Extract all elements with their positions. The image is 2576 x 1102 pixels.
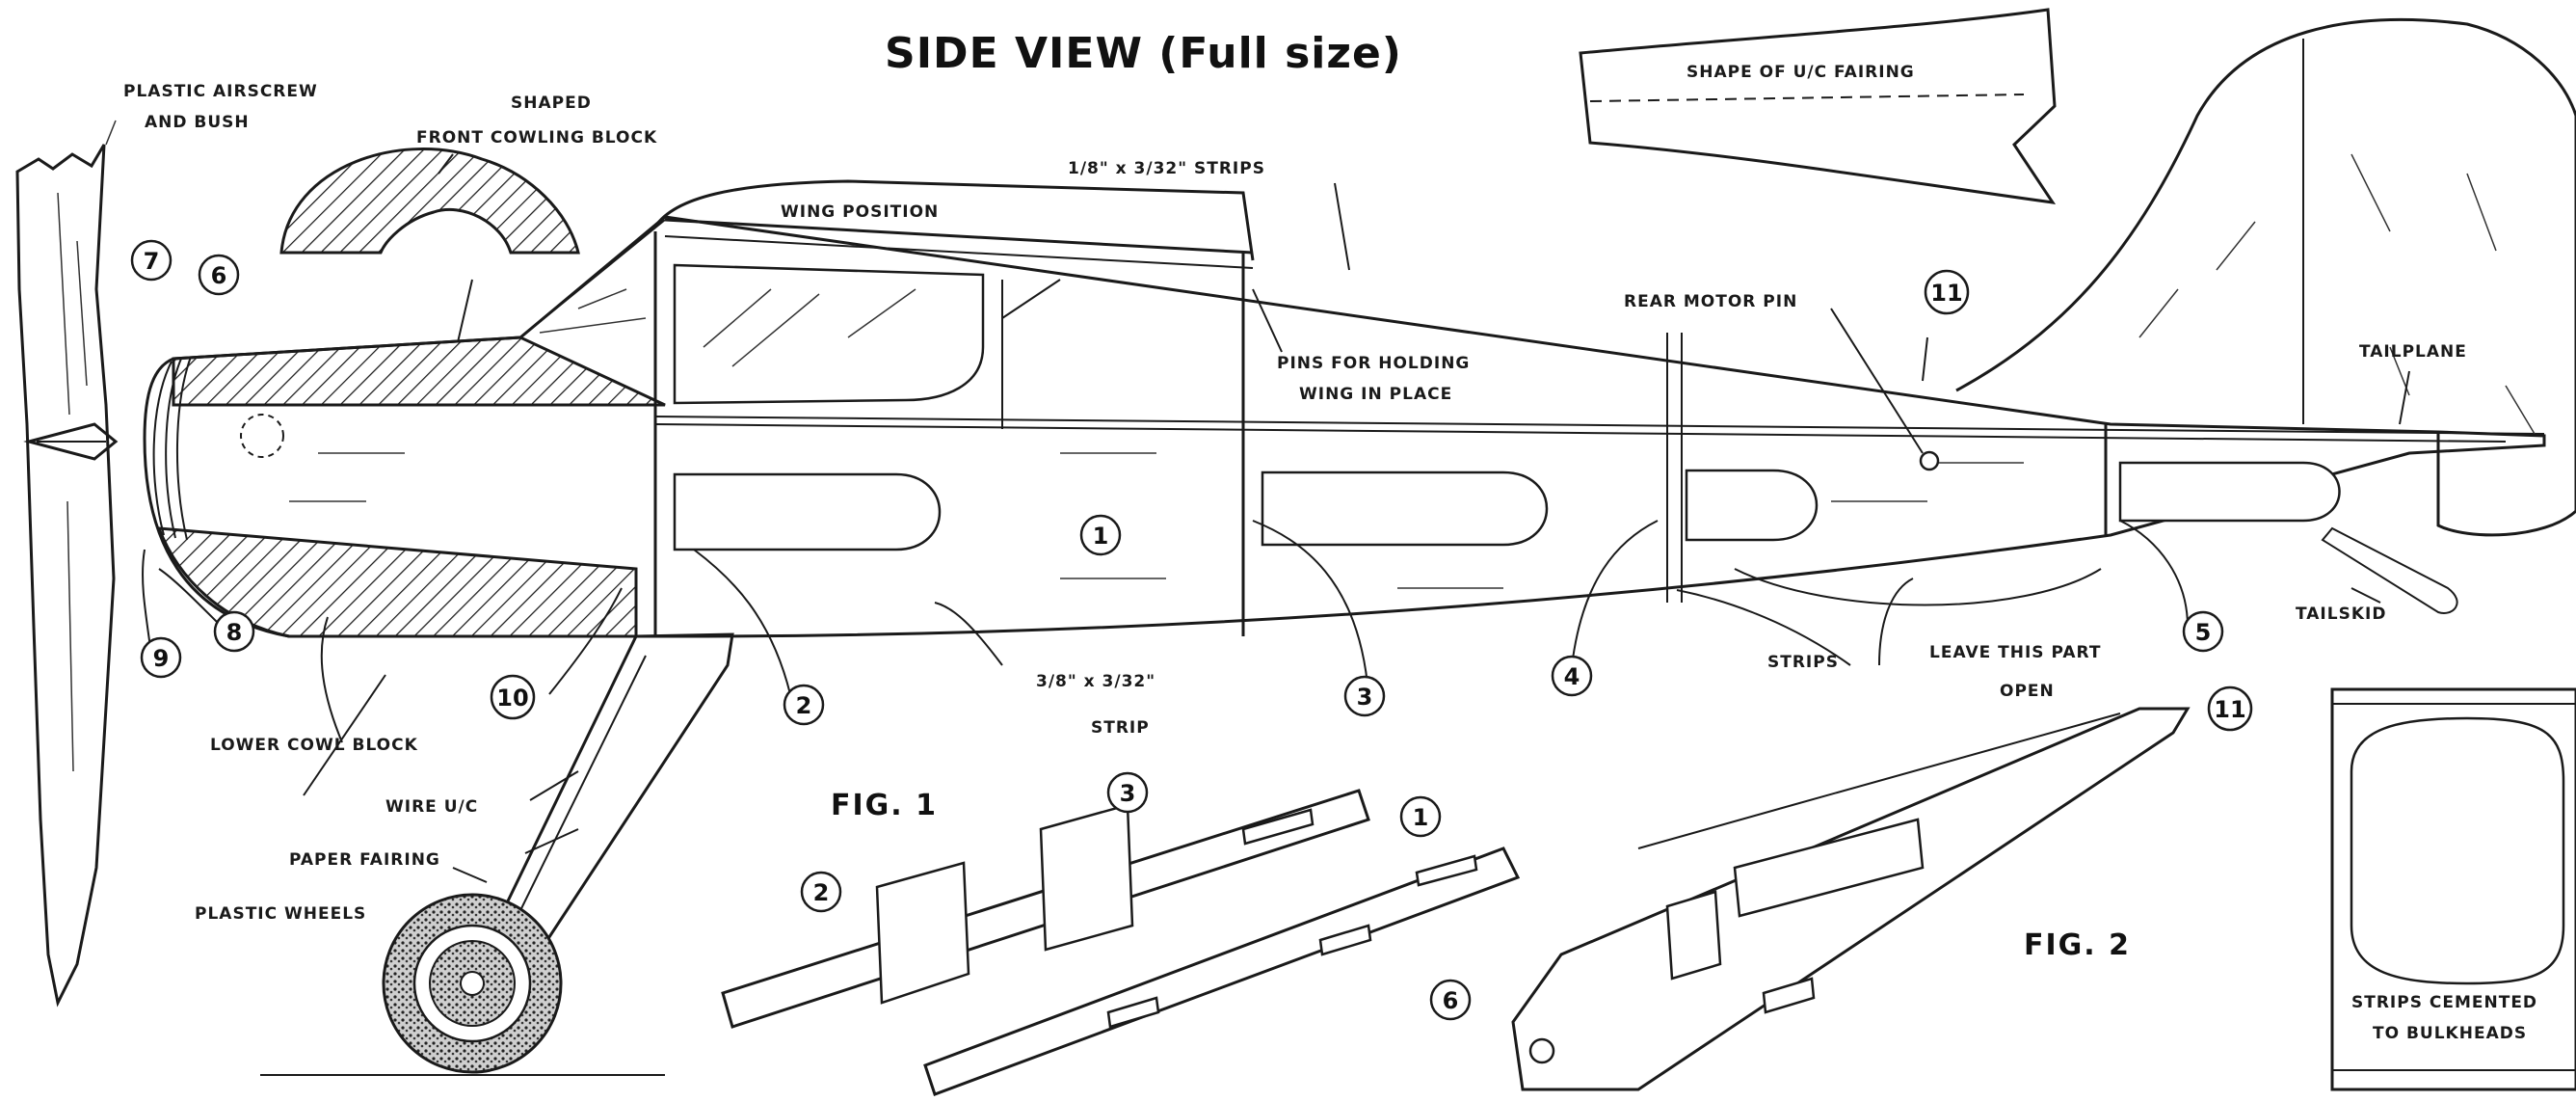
leader-lines	[105, 120, 2410, 883]
label-strips: STRIPS	[1767, 653, 1839, 672]
bulkhead-detail	[2330, 687, 2576, 1091]
label-pins-1: PINS FOR HOLDING	[1277, 354, 1470, 373]
label-fig1: FIG. 1	[831, 789, 938, 822]
fig2-callout-6: 6	[1429, 979, 1472, 1021]
callout-2: 2	[783, 684, 825, 726]
label-wire-uc: WIRE U/C	[385, 797, 478, 817]
svg-text:2: 2	[796, 692, 812, 719]
label-lower-cowl: LOWER COWL BLOCK	[210, 736, 418, 755]
fuselage-side-view	[143, 179, 2546, 638]
label-paper-fairing: PAPER FAIRING	[289, 850, 440, 870]
front-cowling-block	[279, 148, 580, 255]
svg-text:11: 11	[2214, 696, 2245, 723]
fig1-callout-1: 1	[1399, 795, 1442, 838]
label-airscrew-2: AND BUSH	[145, 113, 250, 132]
uc-fairing-shape	[1579, 8, 2057, 204]
label-strip-dim: 3/8" x 3/32"	[1036, 672, 1155, 691]
label-rear-motor-pin: REAR MOTOR PIN	[1624, 292, 1797, 311]
callout-3: 3	[1343, 675, 1386, 717]
svg-text:1: 1	[1093, 523, 1109, 550]
callout-8: 8	[213, 610, 255, 653]
svg-text:9: 9	[153, 645, 170, 672]
landing-gear	[260, 632, 734, 1076]
label-strips-dim: 1/8" x 3/32" STRIPS	[1068, 159, 1265, 178]
callout-1: 1	[1079, 514, 1122, 556]
callout-6: 6	[198, 254, 240, 296]
callout-7: 7	[130, 239, 173, 282]
label-front-cowling: FRONT COWLING BLOCK	[416, 128, 657, 148]
page-title: SIDE VIEW (Full size)	[885, 29, 1402, 78]
tail-fin	[1955, 18, 2576, 614]
fig1-frames	[721, 789, 1521, 1096]
callout-4: 4	[1551, 655, 1593, 697]
label-leave-1: LEAVE THIS PART	[1929, 643, 2101, 662]
propeller	[15, 144, 119, 1008]
svg-text:11: 11	[1930, 280, 1962, 307]
svg-text:5: 5	[2195, 619, 2212, 646]
svg-text:7: 7	[144, 248, 160, 275]
label-plastic-wheels: PLASTIC WHEELS	[195, 904, 366, 924]
callout-11: 11	[1924, 269, 1970, 315]
svg-text:2: 2	[813, 879, 830, 906]
label-pins-2: WING IN PLACE	[1299, 385, 1452, 404]
svg-text:1: 1	[1413, 804, 1429, 831]
svg-text:6: 6	[1443, 987, 1459, 1014]
labels: PLASTIC AIRSCREW AND BUSH SHAPED FRONT C…	[123, 63, 2537, 1043]
label-tailplane: TAILPLANE	[2359, 342, 2467, 362]
callout-5: 5	[2182, 610, 2224, 653]
label-fig2: FIG. 2	[2024, 928, 2131, 962]
label-airscrew-1: PLASTIC AIRSCREW	[123, 82, 318, 101]
label-uc-fairing: SHAPE OF U/C FAIRING	[1686, 63, 1915, 82]
callouts: 7 6 8 9 10 2 1 3 4 5 11 1 2 3 6 11	[130, 239, 2253, 1021]
label-shaped: SHAPED	[511, 94, 592, 113]
svg-text:4: 4	[1564, 663, 1580, 690]
svg-text:3: 3	[1120, 780, 1136, 807]
label-strip: STRIP	[1091, 718, 1150, 738]
label-tailskid: TAILSKID	[2296, 605, 2386, 624]
fig1-callout-3: 3	[1106, 771, 1149, 814]
svg-text:6: 6	[211, 262, 227, 289]
label-strips-cemented-2: TO BULKHEADS	[2373, 1024, 2527, 1043]
svg-text:10: 10	[496, 685, 528, 712]
fig1-callout-2: 2	[800, 871, 842, 913]
label-leave-2: OPEN	[2000, 682, 2055, 701]
fig2-callout-11: 11	[2207, 685, 2253, 732]
svg-text:3: 3	[1357, 684, 1373, 711]
svg-text:8: 8	[226, 619, 243, 646]
callout-9: 9	[140, 636, 182, 679]
label-wing-position: WING POSITION	[781, 202, 939, 222]
label-strips-cemented-1: STRIPS CEMENTED	[2351, 993, 2537, 1012]
fig2-fuselage	[1511, 707, 2191, 1091]
callout-10: 10	[490, 674, 536, 720]
